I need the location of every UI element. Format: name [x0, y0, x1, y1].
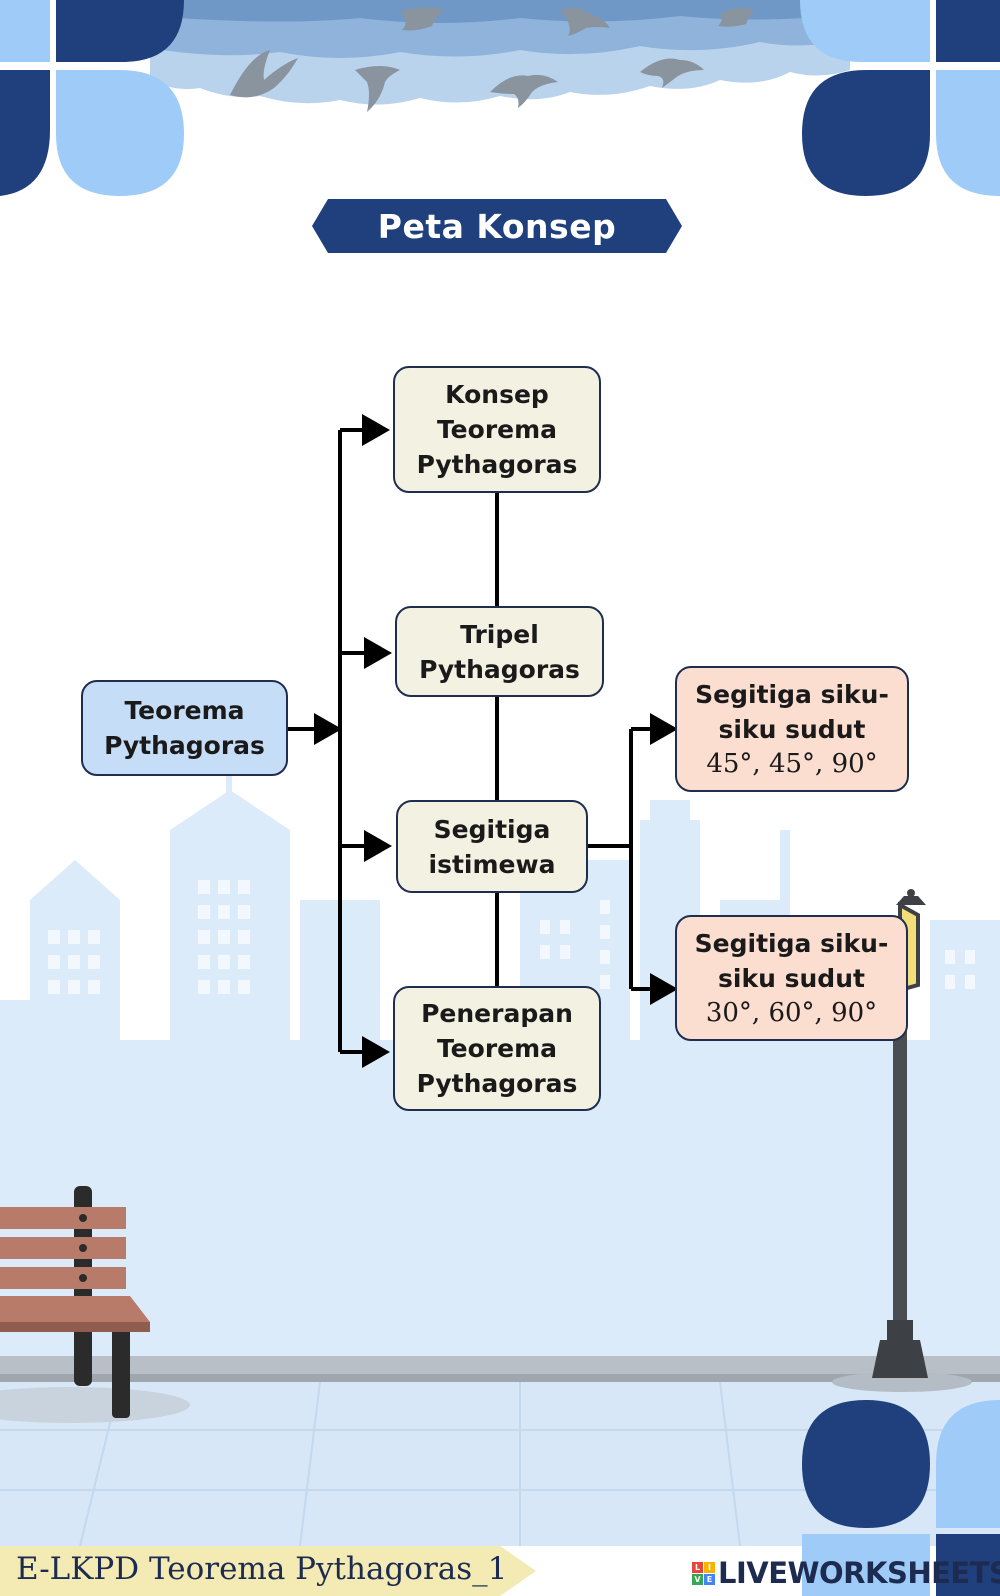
node-tripel-line-2: Pythagoras	[419, 654, 580, 684]
bird-icons	[230, 7, 754, 112]
node-30-line-1: Segitiga siku-	[694, 928, 889, 958]
node-penerapan-teorema-pythagoras: Penerapan Teorema Pythagoras	[393, 986, 601, 1111]
node-penerapan-line-2: Teorema	[436, 1034, 558, 1063]
node-istimewa-line-2: istimewa	[428, 849, 556, 879]
skyline-windows	[48, 880, 975, 994]
liveworksheets-wordmark: LIVEWORKSHEETS	[718, 1556, 1000, 1590]
liveworksheets-brand: L I V E LIVEWORKSHEETS	[692, 1556, 1000, 1590]
node-penerapan-line-3: Pythagoras	[416, 1069, 578, 1098]
bench-illustration	[0, 1186, 190, 1423]
node-teorema-pythagoras: Teorema Pythagoras	[81, 680, 288, 776]
node-konsep-line-3: Pythagoras	[416, 450, 578, 479]
logo-letter-l: L	[692, 1561, 703, 1573]
node-tripel-line-1: Tripel	[460, 619, 539, 649]
node-root-line-1: Teorema	[124, 696, 245, 725]
logo-letter-e: E	[704, 1573, 715, 1585]
corner-shapes-bottom-right	[802, 1400, 1000, 1596]
node-45-line-2: siku sudut	[718, 714, 866, 744]
node-30-line-2: siku sudut	[718, 963, 865, 993]
node-segitiga-30-60-90: Segitiga siku- siku sudut 30°, 60°, 90°	[675, 915, 908, 1041]
corner-shapes-top-left	[0, 0, 184, 196]
node-konsep-teorema-pythagoras: Konsep Teorema Pythagoras	[393, 366, 601, 493]
node-45-line-1: Segitiga siku-	[695, 679, 889, 709]
page-title: Peta Konsep	[377, 206, 617, 246]
corner-shapes-top-right	[800, 0, 1000, 196]
node-istimewa-line-1: Segitiga	[433, 814, 551, 844]
node-segitiga-istimewa: Segitiga istimewa	[396, 800, 588, 893]
logo-letter-i: I	[704, 1561, 715, 1573]
sky-strip	[150, 0, 850, 105]
node-penerapan-line-1: Penerapan	[421, 999, 573, 1028]
footer-title: E-LKPD Teorema Pythagoras_1	[16, 1551, 508, 1587]
node-konsep-line-2: Teorema	[436, 415, 558, 444]
node-30-angles: 30°, 60°, 90°	[705, 997, 878, 1028]
title-banner-shape	[312, 199, 682, 253]
liveworksheets-logo-icon: L I V E	[692, 1561, 715, 1585]
node-45-angles: 45°, 45°, 90°	[706, 748, 878, 779]
logo-letter-v: V	[692, 1573, 703, 1585]
node-konsep-line-1: Konsep	[445, 380, 549, 409]
node-segitiga-45-45-90: Segitiga siku- siku sudut 45°, 45°, 90°	[675, 666, 909, 792]
node-tripel-pythagoras: Tripel Pythagoras	[395, 606, 604, 697]
node-root-line-2: Pythagoras	[104, 731, 265, 760]
title-banner: Peta Konsep	[312, 199, 682, 253]
footer-ribbon	[0, 1546, 536, 1596]
